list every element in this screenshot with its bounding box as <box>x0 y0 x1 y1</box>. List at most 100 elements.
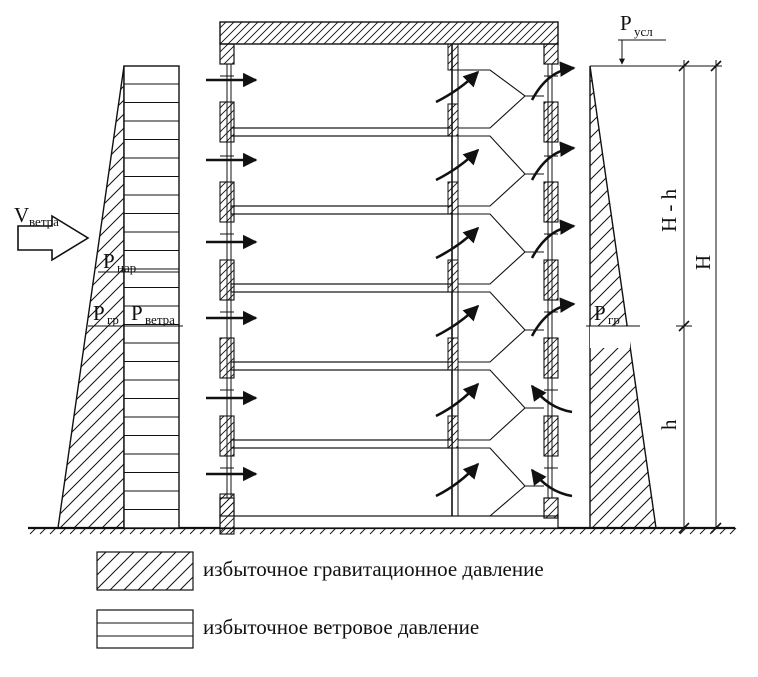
ground-hatch-tick <box>209 527 217 535</box>
left-wall-block <box>219 493 235 535</box>
ground-hatch-tick <box>549 527 557 535</box>
ground-hatch-tick <box>489 527 497 535</box>
ground-hatch-tick <box>239 527 247 535</box>
ground-hatch-tick <box>99 527 107 535</box>
wind-arrow: V ветра <box>14 203 90 262</box>
floor-slab <box>230 439 453 449</box>
exhaust-arrow <box>530 297 576 337</box>
exhaust-arrow <box>530 219 576 259</box>
ground-hatch-tick <box>199 527 207 535</box>
ground-hatch-tick <box>159 527 167 535</box>
ground-hatch-tick <box>249 527 257 535</box>
legend: избыточное гравитационное давление избыт… <box>96 551 544 649</box>
floor-slab <box>230 283 453 293</box>
shaft-funnel-line <box>458 95 526 129</box>
legend-wind-swatch <box>96 609 194 649</box>
p-wind-label: P <box>131 301 143 325</box>
height-dimensions: H - h H h <box>657 60 722 534</box>
ground-hatch-tick <box>699 527 707 535</box>
dim-h-label: h <box>657 419 681 430</box>
ground-hatch-tick <box>719 527 727 535</box>
right-wall-block <box>543 259 559 301</box>
dim-h-minus-label: H - h <box>657 188 681 232</box>
ground-hatch-tick <box>109 527 117 535</box>
ground-hatch-tick <box>269 527 277 535</box>
ground-hatch-tick <box>619 527 627 535</box>
p-usl-label: P <box>620 11 632 35</box>
left-wall-block <box>219 101 235 143</box>
shaft-rising-arrow <box>435 226 480 260</box>
p-gr-right-label: P <box>594 301 606 325</box>
shaft-funnel-line <box>458 447 544 487</box>
ground-hatch-tick <box>89 527 97 535</box>
ground-hatch-tick <box>429 527 437 535</box>
building-section <box>219 21 559 535</box>
ground-hatch-tick <box>729 527 737 535</box>
ground-hatch-tick <box>659 527 667 535</box>
shaft-funnel-line <box>458 485 526 517</box>
ground-hatch-tick <box>419 527 427 535</box>
ground-hatch-tick <box>69 527 77 535</box>
ground-hatch-tick <box>449 527 457 535</box>
ground-hatch-tick <box>369 527 377 535</box>
ground-hatch-tick <box>309 527 317 535</box>
right-gravity-pressure-wedge: P гр <box>586 65 657 529</box>
shaft-rising-arrow <box>435 304 480 338</box>
ground-hatch-tick <box>279 527 287 535</box>
p-wind-subscript: ветра <box>145 312 175 327</box>
p-usl-subscript: усл <box>634 24 653 39</box>
ground-hatch-tick <box>539 527 547 535</box>
ground-hatch-tick <box>29 527 37 535</box>
left-wall-block <box>219 337 235 379</box>
left-gravity-pressure-wedge <box>57 65 125 529</box>
p-nar-subscript: нар <box>117 260 136 275</box>
v-wind-label: V <box>14 203 29 227</box>
ground-hatch-tick <box>409 527 417 535</box>
ground-hatch-tick <box>519 527 527 535</box>
shaft-funnel-line <box>458 173 526 207</box>
v-wind-subscript: ветра <box>29 214 59 229</box>
p-gr-wind-dimension: P гр P ветра <box>88 301 183 327</box>
ground-hatch-tick <box>179 527 187 535</box>
wind-pressure-block <box>123 65 180 529</box>
right-wall-block <box>543 337 559 379</box>
p-gr-left-subscript: гр <box>107 312 119 327</box>
shaft-wall-segment <box>447 337 459 371</box>
exhaust-arrow <box>530 61 576 101</box>
shaft-rising-arrow <box>435 382 480 418</box>
floor-slab <box>230 205 453 215</box>
p-gr-right-subscript: гр <box>608 312 620 327</box>
ground-hatch-tick <box>579 527 587 535</box>
shaft-funnel-line <box>458 251 526 285</box>
p-nar-dimension: P нар <box>98 249 180 282</box>
left-wall-block <box>219 259 235 301</box>
ground-hatch-tick <box>609 527 617 535</box>
ground-hatch-tick <box>319 527 327 535</box>
ground-hatch-tick <box>469 527 477 535</box>
right-wall-block <box>543 101 559 143</box>
floor-slab <box>230 361 453 371</box>
legend-gravity-swatch <box>96 551 194 591</box>
ground-hatch-tick <box>389 527 397 535</box>
exhaust-arrow <box>530 141 576 181</box>
shaft-wall-segment <box>447 181 459 215</box>
p-usl-indicator: P усл <box>590 11 722 67</box>
ground-hatch-tick <box>379 527 387 535</box>
ground-hatch-tick <box>669 527 677 535</box>
left-wall-block <box>219 181 235 223</box>
ground-hatch-tick <box>679 527 687 535</box>
shaft-funnel-line <box>458 407 526 441</box>
ground-hatch-tick <box>169 527 177 535</box>
dim-H-label: H <box>691 255 715 270</box>
legend-wind-text: избыточное ветровое давление <box>203 615 479 639</box>
ground-hatch-tick <box>289 527 297 535</box>
ground-hatch-tick <box>589 527 597 535</box>
reverse-inflow-arrow <box>530 468 573 498</box>
ground-hatch-tick <box>39 527 47 535</box>
p-nar-label: P <box>103 249 115 273</box>
ground-hatch-tick <box>59 527 67 535</box>
shaft-rising-arrow <box>435 148 480 182</box>
ground-hatch-tick <box>559 527 567 535</box>
ground-hatch-tick <box>499 527 507 535</box>
